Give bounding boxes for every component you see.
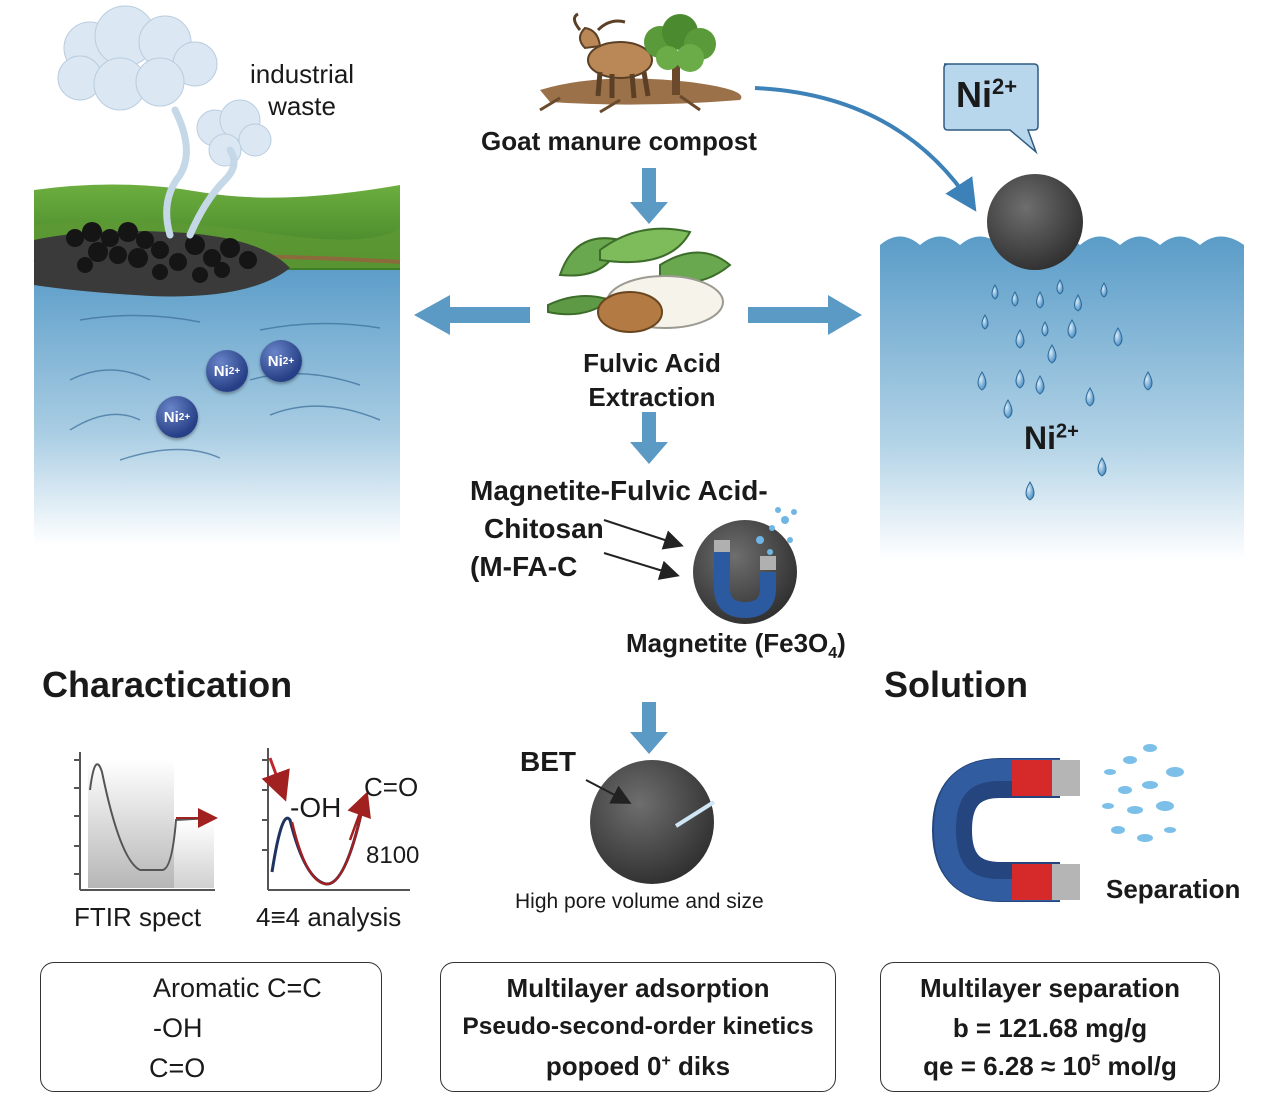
analysis-plot xyxy=(261,748,410,891)
fulvic-acid-illustration xyxy=(547,227,732,333)
smoke-cloud xyxy=(57,5,272,167)
fulvic-acid-label: Fulvic Acid Extraction xyxy=(583,348,721,412)
adsorption-line-2: Pseudo-second-order kinetics xyxy=(462,1013,814,1040)
industrial-waste-label: industrial waste xyxy=(250,59,355,121)
analysis-label: 4≡4 analysis xyxy=(256,902,402,932)
separation-label: Separation xyxy=(1106,874,1241,904)
number-label: 8100 xyxy=(366,842,420,869)
arrow-to-right-water xyxy=(748,295,862,335)
mfac-label: Magnetite-Fulvic Acid- Chitosan (M-FA-C xyxy=(470,475,768,582)
arrow-to-bet xyxy=(630,702,668,754)
arrow-fulvic-to-mfac xyxy=(630,412,668,464)
separation-line-3: qe = 6.28 ≈ 105 mol/g xyxy=(923,1051,1177,1081)
oh-label: -OH xyxy=(290,792,342,823)
functional-groups-box: Aromatic C=C -OH C=O xyxy=(40,962,382,1092)
bubble-ion-label: Ni2+ xyxy=(956,74,1018,115)
left-water-scene xyxy=(33,5,401,545)
functional-group-co: C=O xyxy=(149,1053,206,1083)
adsorbent-sphere xyxy=(987,174,1083,270)
characterization-title: Charactication xyxy=(42,664,293,705)
water-ion-label: Ni2+ xyxy=(1024,420,1079,456)
arrow-mfac-2 xyxy=(603,552,680,580)
magnet-separation-illustration xyxy=(931,744,1184,902)
bet-caption: High pore volume and size xyxy=(515,890,764,913)
functional-group-oh: -OH xyxy=(153,1013,203,1043)
separation-line-1: Multilayer separation xyxy=(919,973,1181,1003)
smoke-trails xyxy=(163,106,238,239)
adsorption-line-1: Multilayer adsorption xyxy=(506,973,770,1003)
co-label: C=O xyxy=(364,772,419,802)
separation-line-2: b = 121.68 mg/g xyxy=(952,1013,1148,1043)
arrow-curve-to-adsorbent xyxy=(754,86,977,212)
functional-group-aromatic: Aromatic C=C xyxy=(153,973,322,1003)
ftir-label: FTIR spect xyxy=(74,902,202,932)
adsorption-line-3: popoed 0+ diks xyxy=(545,1051,731,1081)
arrow-mfac-1 xyxy=(603,519,684,550)
water-ripples xyxy=(69,314,381,461)
arrow-to-left-water xyxy=(414,295,530,335)
magnetite-sphere-illustration xyxy=(693,507,797,624)
magnetite-label: Magnetite (Fe3O4) xyxy=(626,628,846,663)
right-water-scene xyxy=(880,63,1244,560)
left-water-body xyxy=(34,265,400,545)
water-droplets xyxy=(977,279,1153,501)
arrow-goat-to-fulvic xyxy=(630,168,668,224)
ftir-plot xyxy=(74,752,218,891)
goat-manure-label: Goat manure compost xyxy=(481,126,757,156)
goat-illustration xyxy=(539,12,742,114)
ion-speech-bubble xyxy=(943,63,1039,155)
separation-box: Multilayer separation b = 121.68 mg/g qe… xyxy=(880,962,1220,1092)
flow-arrows xyxy=(414,168,862,754)
waste-lumps xyxy=(66,222,257,283)
solution-title: Solution xyxy=(884,664,1028,705)
bet-sphere-illustration xyxy=(585,760,716,884)
adsorption-box: Multilayer adsorption Pseudo-second-orde… xyxy=(440,962,836,1092)
bet-label: BET xyxy=(520,746,576,777)
